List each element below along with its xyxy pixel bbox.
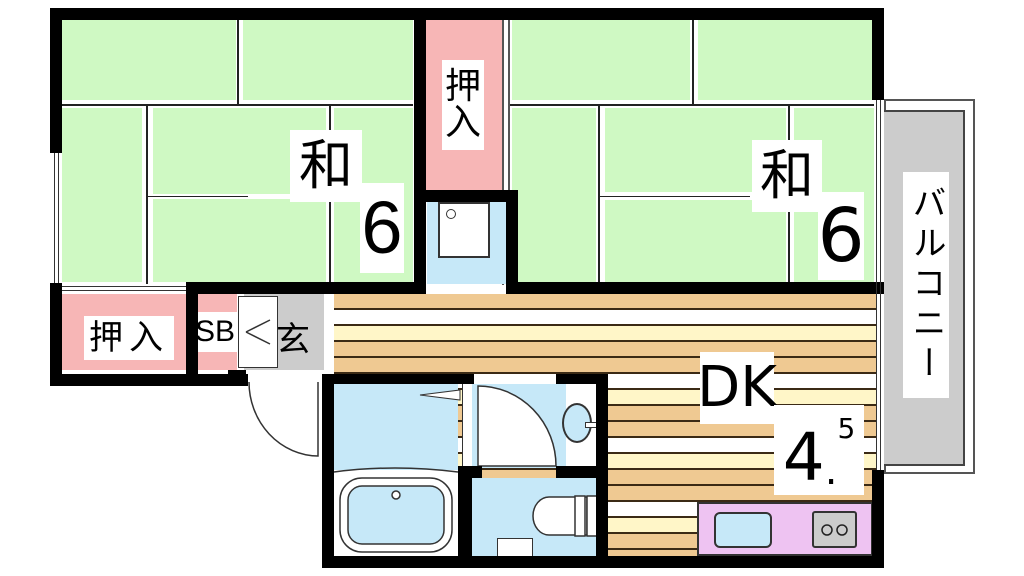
- toilet-icon: [532, 495, 598, 537]
- oshiire-bottom-label: 押入: [84, 316, 174, 360]
- dk-size-main: 4: [782, 419, 825, 496]
- genkan-label: 玄: [276, 320, 310, 360]
- washitsu-west-size: 6: [360, 183, 404, 273]
- oshiire-top-label: 押 入: [442, 60, 484, 150]
- oshiire-top-char1: 押: [444, 66, 481, 107]
- bathtub-icon: [333, 467, 459, 553]
- dk-label: DK: [697, 352, 777, 424]
- washitsu-west-label: 和: [290, 130, 362, 202]
- gas-stove-icon: [812, 511, 857, 548]
- oshiire-top-char2: 入: [444, 102, 481, 143]
- kitchen-sink-icon: [714, 512, 772, 548]
- washitsu-east-label: 和: [752, 140, 822, 212]
- paper-holder-icon: [497, 538, 533, 557]
- dk-size-sup: 5: [837, 412, 856, 445]
- genkan-step-icon: [245, 319, 271, 345]
- dk-size: 4 . 5: [774, 405, 864, 495]
- drain-icon: [446, 209, 456, 219]
- bathroom-door-icon: [419, 389, 461, 401]
- entrance-door-swing-icon: [248, 381, 319, 457]
- shoebox-label: SB: [192, 312, 238, 352]
- dk-size-dot: .: [824, 448, 838, 494]
- balcony-label: バルコニー: [903, 172, 949, 398]
- washroom-door-swing-icon: [477, 385, 557, 467]
- washitsu-east-size: 6: [817, 192, 865, 280]
